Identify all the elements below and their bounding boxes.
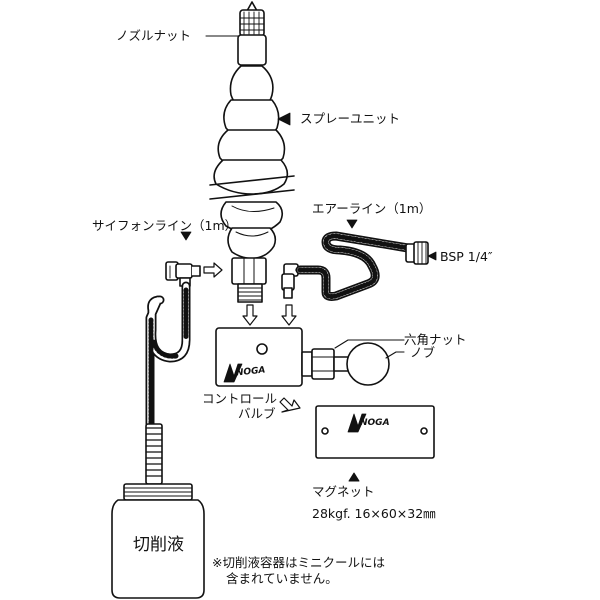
label-siphon-line: サイフォンライン（1m）: [92, 218, 238, 233]
leader-lines: [205, 35, 405, 359]
siphon-elbow-fitting: [165, 261, 201, 287]
magnet-plate: [315, 405, 435, 459]
label-air-line: エアーライン（1m）: [312, 201, 432, 216]
label-cutting-fluid: 切削液: [133, 535, 184, 555]
spray-unit-hose: [209, 65, 295, 260]
note-line-2: 含まれていません。: [226, 571, 338, 586]
hex-fitting: [231, 257, 267, 303]
valve-logo-text: NOGA: [235, 365, 266, 379]
air-hose: [295, 231, 413, 301]
magnet-pointer-arrow: [348, 472, 360, 482]
knob: [346, 342, 390, 386]
label-knob: ノブ: [410, 345, 436, 360]
label-nozzle-nut: ノズルナット: [116, 28, 192, 43]
hex-nut: [301, 348, 349, 380]
siphon-filter: [145, 423, 163, 485]
label-spray-unit: スプレーユニット: [300, 111, 401, 126]
nozzle-nut: [237, 1, 267, 66]
label-bsp: BSP 1/4″: [440, 249, 493, 264]
note-line-1: ※切削液容器はミニクールには: [212, 555, 385, 570]
label-control-valve-1: コントロール: [202, 391, 278, 406]
magnet-logo-text: NOGA: [360, 418, 390, 428]
magnet-logo: [347, 413, 367, 433]
flow-arrows: [203, 262, 301, 413]
label-magnet: マグネット: [312, 484, 375, 499]
siphon-hose-detail: [148, 287, 189, 431]
pointer-arrows: [180, 112, 437, 261]
bsp-fitting: [405, 241, 429, 265]
fluid-container: [111, 483, 205, 599]
label-magnet-spec: 28kgf. 16×60×32㎜: [312, 506, 436, 521]
valve-logo: [223, 363, 243, 383]
label-hex-nut: 六角ナット: [404, 332, 467, 347]
label-control-valve-2: バルブ: [238, 406, 276, 421]
